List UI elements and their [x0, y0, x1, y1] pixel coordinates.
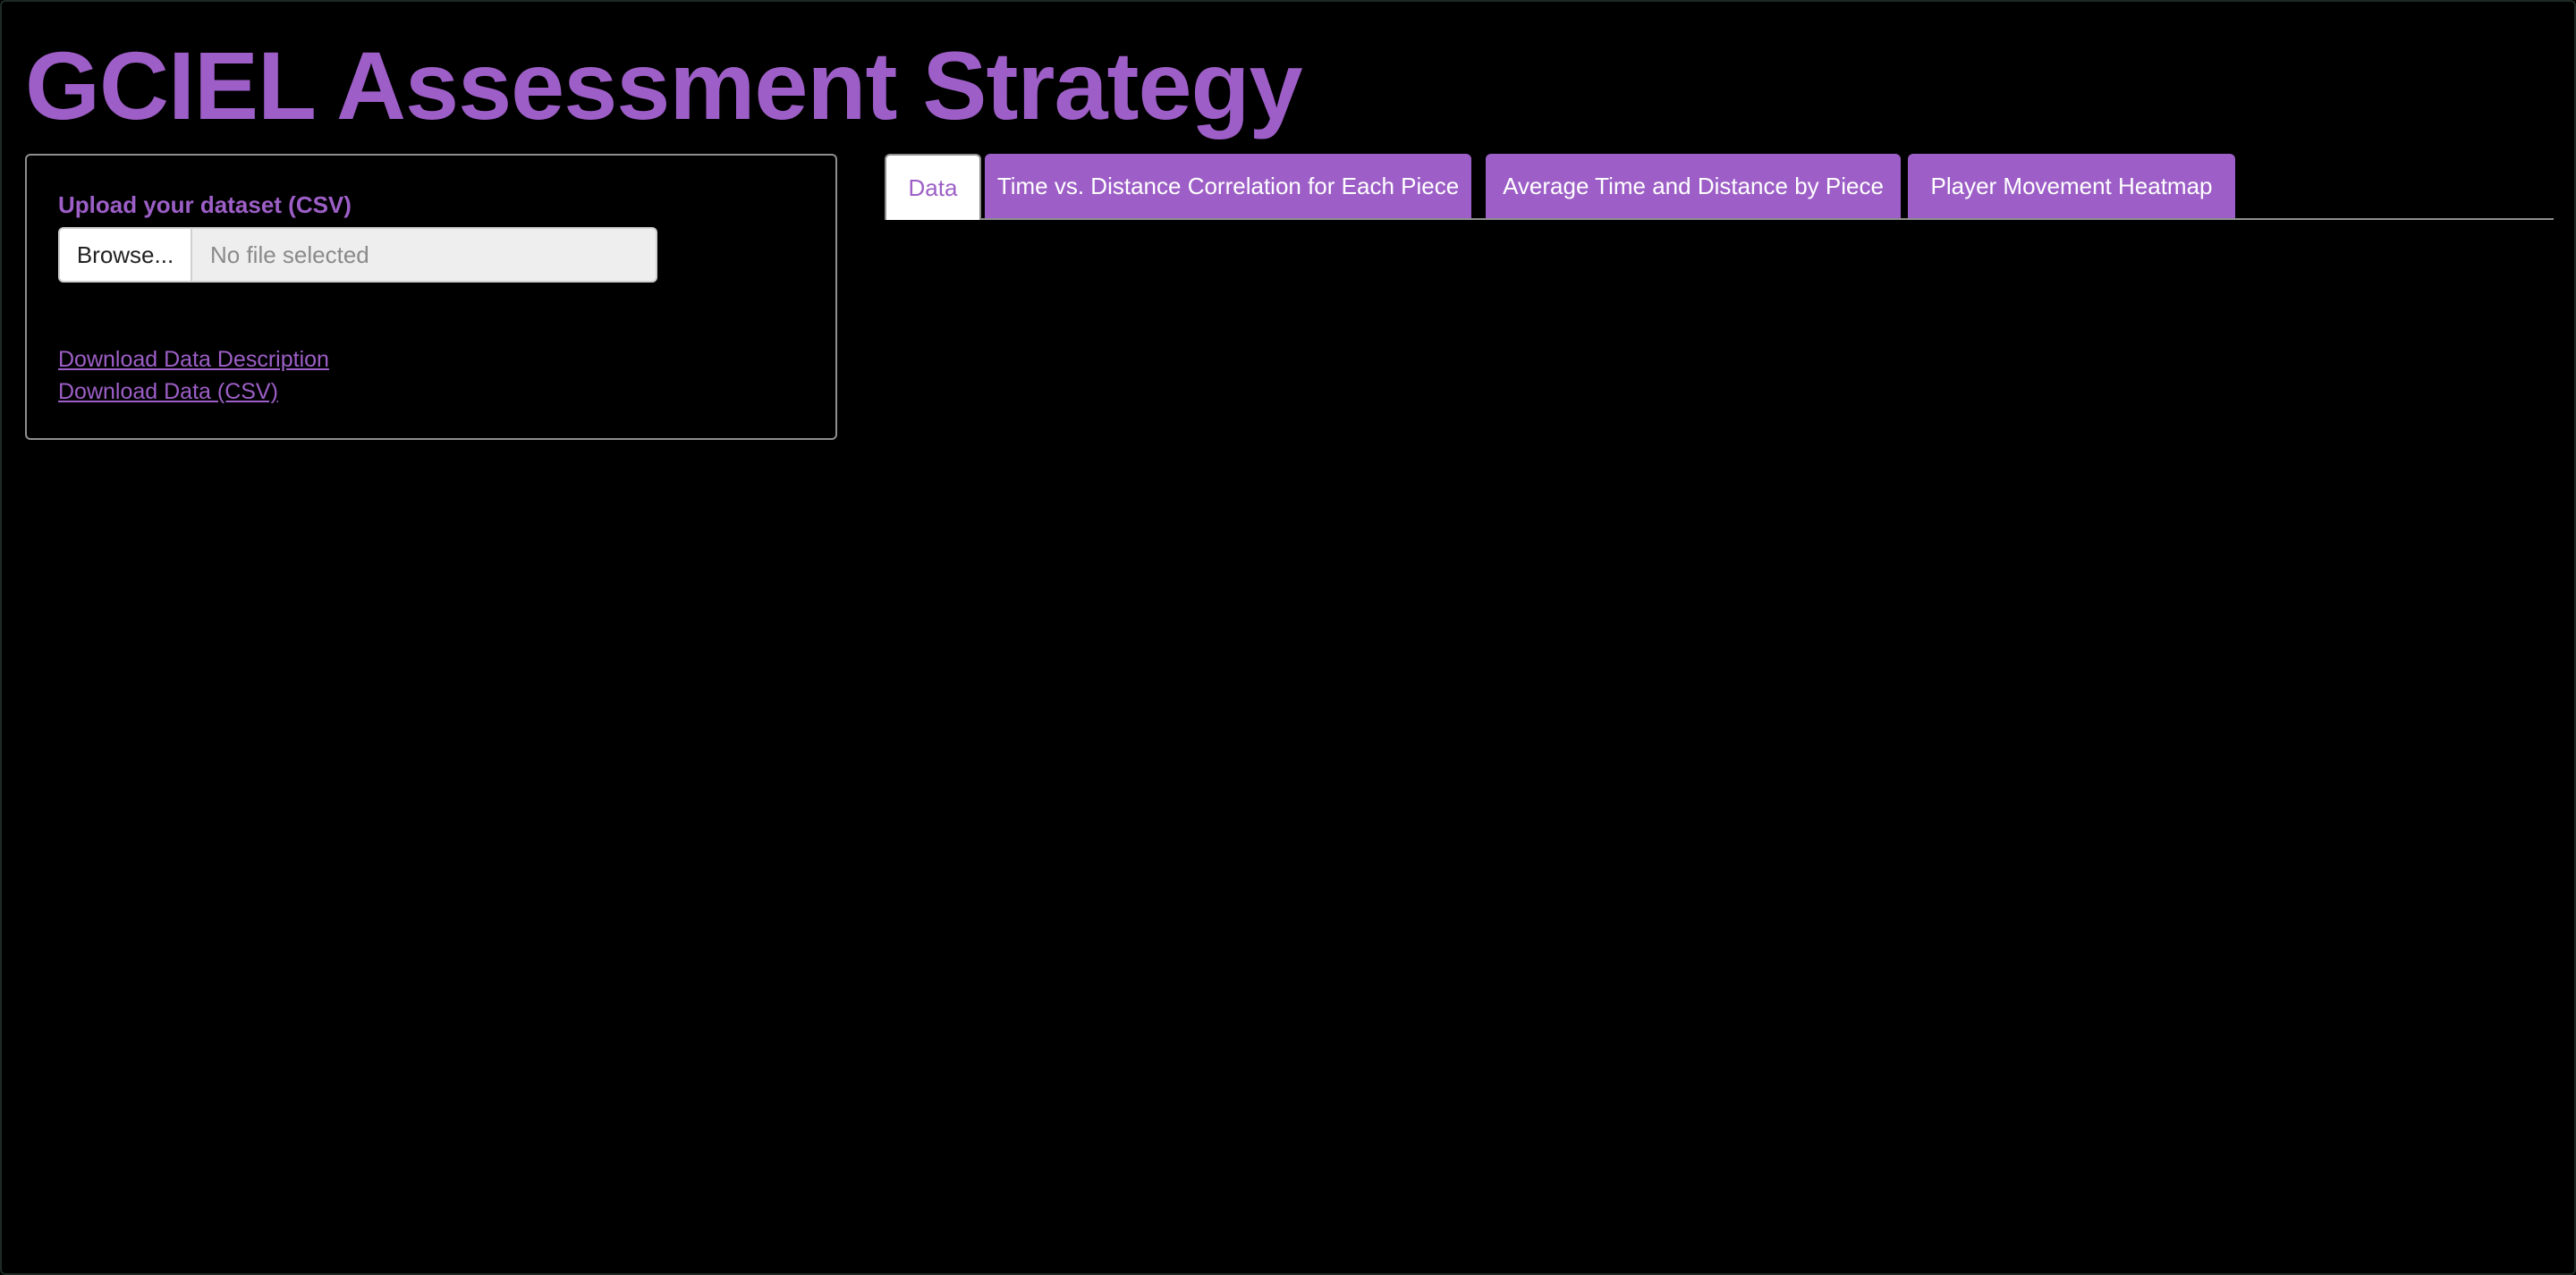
tab-average-time-distance[interactable]: Average Time and Distance by Piece	[1486, 154, 1901, 218]
tab-player-movement-heatmap[interactable]: Player Movement Heatmap	[1908, 154, 2235, 218]
tab-time-distance-correlation[interactable]: Time vs. Distance Correlation for Each P…	[985, 154, 1471, 218]
page-title: GCIEL Assessment Strategy	[25, 31, 1303, 139]
upload-label: Upload your dataset (CSV)	[58, 191, 352, 218]
file-upload-input[interactable]: Browse... No file selected	[58, 227, 657, 283]
browse-button[interactable]: Browse...	[58, 227, 192, 283]
sidebar-panel: Upload your dataset (CSV) Browse... No f…	[25, 154, 837, 440]
download-data-csv-link[interactable]: Download Data (CSV)	[58, 379, 278, 404]
tabs-bar: Data Time vs. Distance Correlation for E…	[885, 154, 2554, 220]
file-status-field[interactable]: No file selected	[192, 227, 657, 283]
tab-data[interactable]: Data	[885, 154, 981, 220]
tab-content-panel	[885, 225, 2554, 1245]
download-data-description-link[interactable]: Download Data Description	[58, 347, 329, 372]
